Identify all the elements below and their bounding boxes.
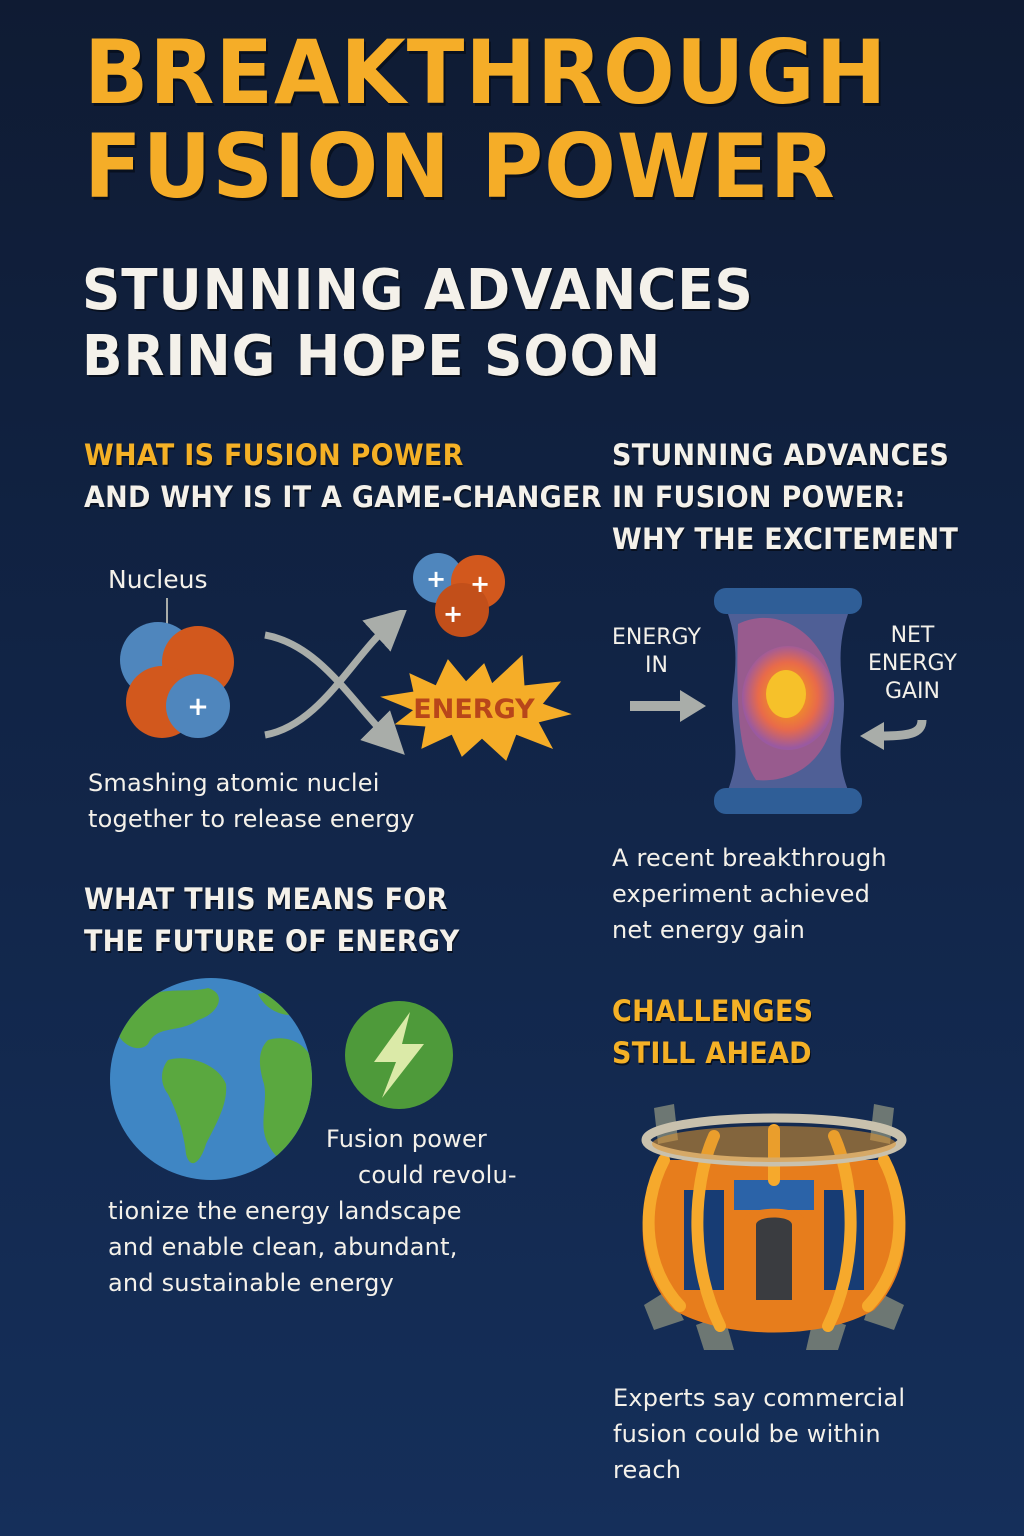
what-is-caption: Smashing atomic nuclei together to relea…: [88, 765, 415, 837]
net-gain-arrow-icon: [858, 716, 930, 752]
advances-caption: A recent breakthrough experiment achieve…: [612, 840, 887, 948]
svg-text:+: +: [187, 692, 209, 722]
challenges-caption-line1: Experts say commercial: [613, 1384, 906, 1412]
lightning-bolt-icon: [344, 1000, 454, 1110]
future-caption-line5: and sustainable energy: [108, 1269, 395, 1297]
section-what-is-fusion: WHAT IS FUSION POWER AND WHY IS IT A GAM…: [84, 434, 641, 518]
svg-text:+: +: [470, 570, 490, 598]
subtitle-line1: STUNNING ADVANCES: [82, 258, 754, 323]
challenges-caption-line2: fusion could be within: [613, 1420, 881, 1448]
advances-caption-line1: A recent breakthrough: [612, 844, 887, 872]
advances-caption-line2: experiment achieved: [612, 880, 871, 908]
collision-arrows-icon: [260, 610, 410, 760]
energy-in-label: ENERGY IN: [612, 625, 701, 678]
advances-heading-line1: STUNNING ADVANCES: [612, 438, 950, 472]
main-title-line1: BREAKTHROUGH: [84, 21, 888, 124]
main-title-line2: FUSION POWER: [84, 115, 836, 218]
section-future-of-energy: WHAT THIS MEANS FOR THE FUTURE OF ENERGY: [84, 878, 488, 962]
nucleus-icon: +: [110, 598, 250, 748]
challenges-caption-line3: reach: [613, 1456, 682, 1484]
section-subheading-game-changer: AND WHY IS IT A GAME-CHANGER: [84, 480, 602, 514]
nucleus-label: Nucleus: [108, 565, 208, 594]
subtitle-line2: BRING HOPE SOON: [82, 324, 662, 389]
earth-globe-icon: [108, 974, 314, 1184]
future-heading-line1: WHAT THIS MEANS FOR: [84, 882, 448, 916]
energy-in-arrow-icon: [628, 688, 708, 724]
section-heading-what-is: WHAT IS FUSION POWER: [84, 438, 464, 472]
svg-text:+: +: [443, 600, 463, 628]
future-heading-line2: THE FUTURE OF ENERGY: [84, 924, 460, 958]
svg-text:ENERGY: ENERGY: [413, 694, 535, 725]
what-is-caption-line2: together to release energy: [88, 805, 415, 833]
fusion-reactor-device-icon: [624, 1100, 924, 1350]
main-title: BREAKTHROUGH FUSION POWER: [84, 26, 887, 214]
energy-burst-icon: ENERGY: [374, 652, 574, 764]
challenges-caption: Experts say commercial fusion could be w…: [613, 1380, 905, 1488]
future-caption-line2: could revolu-: [358, 1161, 517, 1189]
section-challenges: CHALLENGES STILL AHEAD: [612, 990, 829, 1074]
challenges-heading-line2: STILL AHEAD: [612, 1036, 812, 1070]
challenges-heading-line1: CHALLENGES: [612, 994, 814, 1028]
fused-nucleus-icon: + + +: [410, 552, 510, 642]
svg-text:+: +: [426, 565, 446, 593]
section-stunning-advances: STUNNING ADVANCES IN FUSION POWER: WHY T…: [612, 434, 984, 560]
advances-caption-line3: net energy gain: [612, 916, 806, 944]
future-caption-line3: tionize the energy landscape: [108, 1197, 462, 1225]
advances-heading-line2: IN FUSION POWER:: [612, 480, 906, 514]
net-energy-gain-label: NET ENERGY GAIN: [868, 623, 957, 704]
advances-heading-line3: WHY THE EXCITEMENT: [612, 522, 959, 556]
subtitle: STUNNING ADVANCES BRING HOPE SOON: [82, 258, 754, 390]
fusion-reactor-chamber-icon: [708, 584, 868, 818]
future-caption-line4: and enable clean, abundant,: [108, 1233, 458, 1261]
what-is-caption-line1: Smashing atomic nuclei: [88, 769, 380, 797]
future-caption-line1: Fusion power: [326, 1125, 487, 1153]
future-caption: Fusion power could revolu- tionize the e…: [108, 1121, 528, 1301]
